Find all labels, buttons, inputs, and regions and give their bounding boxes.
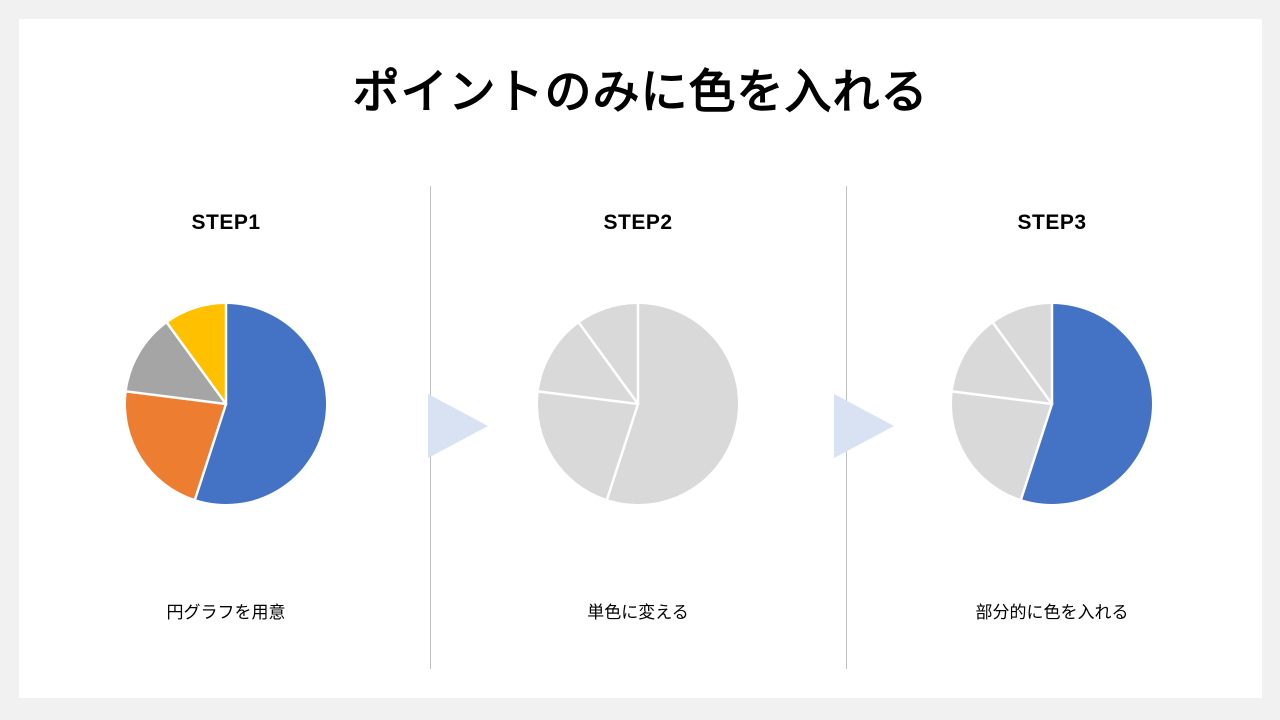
step-column-3: STEP3 部分的に色を入れる xyxy=(852,186,1252,669)
step-caption-3: 部分的に色を入れる xyxy=(975,603,1129,622)
step-heading-1: STEP1 xyxy=(191,211,261,234)
page-title: ポイントのみに色を入れる xyxy=(352,65,929,118)
pie-chart-colored xyxy=(26,299,426,509)
pie-slice-separators xyxy=(125,302,228,501)
pie-chart-monochrome-svg xyxy=(537,302,738,504)
slide-canvas: ポイントのみに色を入れる STEP1 円グラフを用意 STEP2 単色に変える xyxy=(19,19,1262,698)
pie-slice-1 xyxy=(195,304,326,504)
pie-slice-2 xyxy=(126,391,226,500)
pie-slice-separators xyxy=(951,302,1054,501)
pie-chart-accent-svg xyxy=(951,302,1152,504)
pie-slice-4 xyxy=(579,304,638,404)
step-heading-2: STEP2 xyxy=(603,211,673,234)
pie-slice-2 xyxy=(538,391,638,500)
pie-slice-3 xyxy=(538,323,638,404)
pie-slice-3 xyxy=(952,323,1052,404)
pie-chart-monochrome xyxy=(438,299,838,509)
step-caption-1: 円グラフを用意 xyxy=(166,603,286,622)
pie-slice-separators xyxy=(537,302,640,501)
step-caption-2: 単色に変える xyxy=(587,603,689,622)
flow-arrow-1 xyxy=(428,392,488,460)
step-heading-3: STEP3 xyxy=(1017,211,1087,234)
pie-slice-4 xyxy=(993,304,1052,404)
pie-slice-1 xyxy=(607,304,738,504)
step-column-1: STEP1 円グラフを用意 xyxy=(26,186,426,669)
flow-arrow-1-icon xyxy=(428,394,488,458)
pie-slice-1 xyxy=(1021,304,1152,504)
flow-arrow-2 xyxy=(834,392,894,460)
pie-chart-accent xyxy=(852,299,1252,509)
pie-slice-4 xyxy=(167,304,226,404)
flow-arrow-2-icon xyxy=(834,394,894,458)
step-column-2: STEP2 単色に変える xyxy=(438,186,838,669)
pie-slice-2 xyxy=(952,391,1052,500)
pie-chart-colored-svg xyxy=(125,302,326,504)
pie-slice-3 xyxy=(126,323,226,404)
